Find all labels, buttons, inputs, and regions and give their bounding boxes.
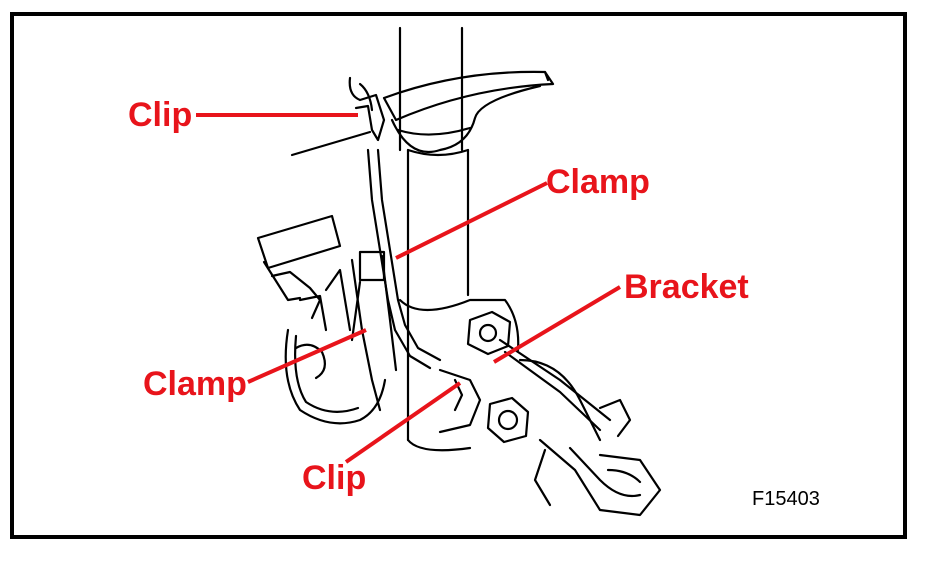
leader-clip-bottom [344,381,462,464]
diagram-frame [10,12,907,539]
leader-clamp-upper [395,181,548,260]
label-clip-bottom: Clip [302,459,367,497]
abs-sensor-clamp [350,250,398,412]
knuckle-bolts [438,310,612,444]
label-clamp-upper: Clamp [546,163,650,201]
label-clamp-lower: Clamp [143,365,247,403]
label-bracket: Bracket [624,268,749,306]
upper-spring-seat [382,70,555,154]
label-clip-top: Clip [128,96,193,134]
leader-clamp-lower [247,328,367,384]
leader-lines [196,113,622,464]
tie-rod-joint [533,398,662,517]
hose-bracket-upper [290,76,442,370]
leader-bracket [492,285,622,364]
figure-code: F15403 [752,488,820,510]
strut-body [398,148,520,452]
left-bracket [256,214,387,425]
